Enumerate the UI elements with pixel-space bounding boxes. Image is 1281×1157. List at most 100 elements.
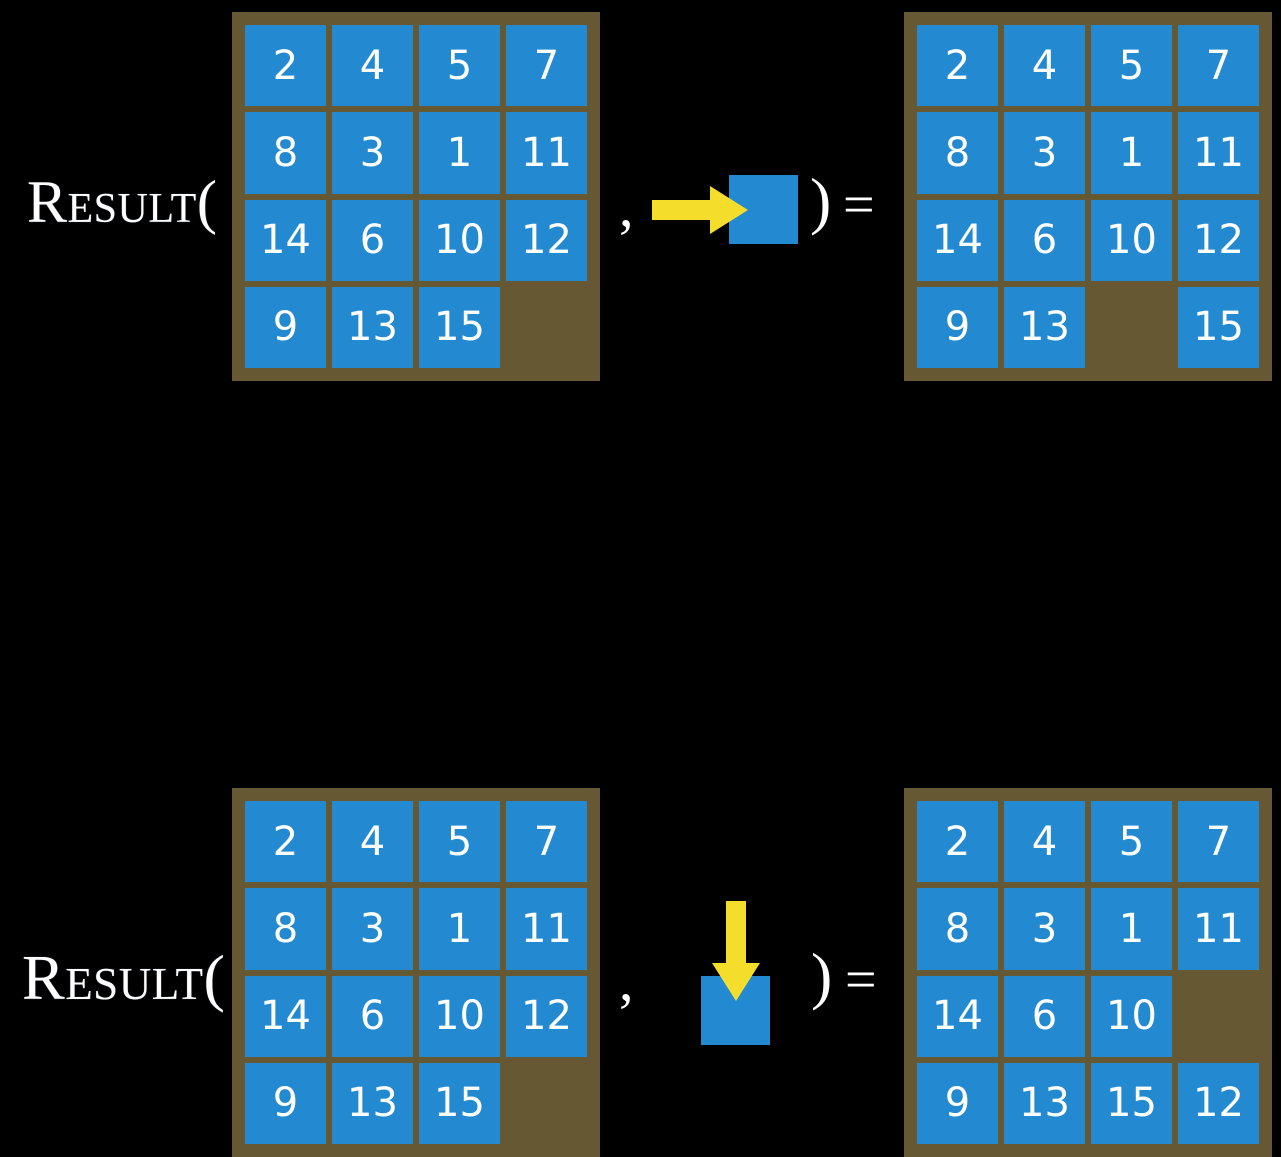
puzzle-tile[interactable]: 9	[245, 286, 326, 368]
puzzle-tile[interactable]: 15	[1091, 1062, 1172, 1144]
puzzle-tile-number: 14	[260, 217, 311, 264]
puzzle-tile[interactable]: 6	[1004, 199, 1085, 281]
puzzle-tile[interactable]: 9	[917, 1062, 998, 1144]
puzzle-tile[interactable]: 8	[917, 112, 998, 194]
puzzle-tile-number: 4	[1031, 818, 1058, 865]
puzzle-tile[interactable]: 1	[419, 112, 500, 194]
closing-paren: )	[810, 165, 832, 236]
puzzle-tile[interactable]: 5	[419, 801, 500, 883]
puzzle-tile[interactable]: 12	[1178, 199, 1259, 281]
puzzle-tile-number: 12	[521, 217, 572, 264]
puzzle-tile[interactable]: 13	[332, 1062, 413, 1144]
move-right-glyph	[650, 168, 810, 258]
puzzle-tile[interactable]: 5	[1091, 801, 1172, 883]
puzzle-tile[interactable]: 8	[917, 888, 998, 970]
puzzle-tile[interactable]: 15	[1178, 286, 1259, 368]
puzzle-tile-number: 4	[1031, 42, 1058, 89]
puzzle-tile-number: 8	[272, 129, 299, 176]
puzzle-tile[interactable]: 14	[245, 975, 326, 1057]
puzzle-tile-number: 10	[1106, 993, 1157, 1040]
puzzle-tile[interactable]: 11	[1178, 888, 1259, 970]
puzzle-tile[interactable]: 7	[1178, 801, 1259, 883]
puzzle-tile[interactable]: 13	[1004, 286, 1085, 368]
puzzle-tile[interactable]: 6	[332, 975, 413, 1057]
puzzle-tile[interactable]: 15	[419, 1062, 500, 1144]
puzzle-blank-cell	[506, 1063, 587, 1144]
puzzle-tile[interactable]: 13	[1004, 1062, 1085, 1144]
puzzle-tile[interactable]: 1	[1091, 112, 1172, 194]
puzzle-tile[interactable]: 14	[917, 199, 998, 281]
puzzle-tile-number: 9	[272, 304, 299, 351]
puzzle-tile[interactable]: 2	[917, 25, 998, 107]
puzzle-tile-number: 7	[533, 818, 560, 865]
puzzle-tile-number: 15	[1193, 304, 1244, 351]
puzzle-tile[interactable]: 4	[332, 25, 413, 107]
puzzle-tile[interactable]: 14	[917, 975, 998, 1057]
puzzle-tile[interactable]: 4	[332, 801, 413, 883]
puzzle-tile-number: 11	[521, 129, 572, 176]
puzzle-tile-number: 15	[434, 1080, 485, 1127]
puzzle-tile-number: 14	[932, 993, 983, 1040]
puzzle-tile-number: 1	[1118, 905, 1145, 952]
puzzle-tile[interactable]: 15	[419, 286, 500, 368]
puzzle-tile[interactable]: 3	[332, 888, 413, 970]
arrow-right-icon	[652, 186, 748, 234]
puzzle-tile[interactable]: 7	[1178, 25, 1259, 107]
puzzle-tile[interactable]: 12	[506, 975, 587, 1057]
puzzle-tile-number: 12	[521, 993, 572, 1040]
puzzle-tile[interactable]: 9	[917, 286, 998, 368]
puzzle-tile-number: 13	[347, 1080, 398, 1127]
equals-sign: =	[843, 174, 875, 236]
puzzle-blank-cell	[1091, 287, 1172, 368]
puzzle-tile[interactable]: 11	[506, 112, 587, 194]
puzzle-tile[interactable]: 2	[917, 801, 998, 883]
puzzle-tile-number: 15	[1106, 1080, 1157, 1127]
puzzle-tile[interactable]: 4	[1004, 25, 1085, 107]
puzzle-tile-number: 7	[533, 42, 560, 89]
puzzle-tile[interactable]: 13	[332, 286, 413, 368]
puzzle-blank-cell	[506, 287, 587, 368]
argument-separator-comma: ,	[619, 948, 634, 1013]
puzzle-tile[interactable]: 1	[1091, 888, 1172, 970]
puzzle-tile-number: 7	[1205, 818, 1232, 865]
puzzle-tile[interactable]: 5	[1091, 25, 1172, 107]
puzzle-tile[interactable]: 9	[245, 1062, 326, 1144]
puzzle-tile-number: 14	[260, 993, 311, 1040]
puzzle-tile-number: 14	[932, 217, 983, 264]
puzzle-tile[interactable]: 4	[1004, 801, 1085, 883]
puzzle-tile[interactable]: 2	[245, 801, 326, 883]
puzzle-tile[interactable]: 5	[419, 25, 500, 107]
puzzle-tile[interactable]: 2	[245, 25, 326, 107]
puzzle-tile[interactable]: 14	[245, 199, 326, 281]
puzzle-tile-number: 3	[1031, 129, 1058, 176]
puzzle-tile[interactable]: 11	[1178, 112, 1259, 194]
puzzle-tile-number: 11	[1193, 905, 1244, 952]
puzzle-tile[interactable]: 10	[1091, 199, 1172, 281]
puzzle-tile[interactable]: 1	[419, 888, 500, 970]
puzzle-tile[interactable]: 12	[1178, 1062, 1259, 1144]
puzzle-tile-number: 2	[944, 42, 971, 89]
puzzle-tile[interactable]: 10	[419, 975, 500, 1057]
puzzle-tile[interactable]: 12	[506, 199, 587, 281]
puzzle-tile[interactable]: 10	[1091, 975, 1172, 1057]
puzzle-tile[interactable]: 7	[506, 25, 587, 107]
puzzle-tile[interactable]: 7	[506, 801, 587, 883]
puzzle-tile[interactable]: 3	[1004, 888, 1085, 970]
puzzle-tile[interactable]: 3	[332, 112, 413, 194]
puzzle-tile-number: 2	[272, 818, 299, 865]
puzzle-tile[interactable]: 3	[1004, 112, 1085, 194]
puzzle-tile[interactable]: 10	[419, 199, 500, 281]
puzzle-tile[interactable]: 6	[1004, 975, 1085, 1057]
puzzle-tile[interactable]: 11	[506, 888, 587, 970]
puzzle-tile-number: 6	[359, 217, 386, 264]
puzzle-tile[interactable]: 6	[332, 199, 413, 281]
puzzle-tile-number: 13	[1019, 1080, 1070, 1127]
puzzle-tile-number: 1	[1118, 129, 1145, 176]
puzzle-tile[interactable]: 8	[245, 888, 326, 970]
puzzle-tile[interactable]: 8	[245, 112, 326, 194]
